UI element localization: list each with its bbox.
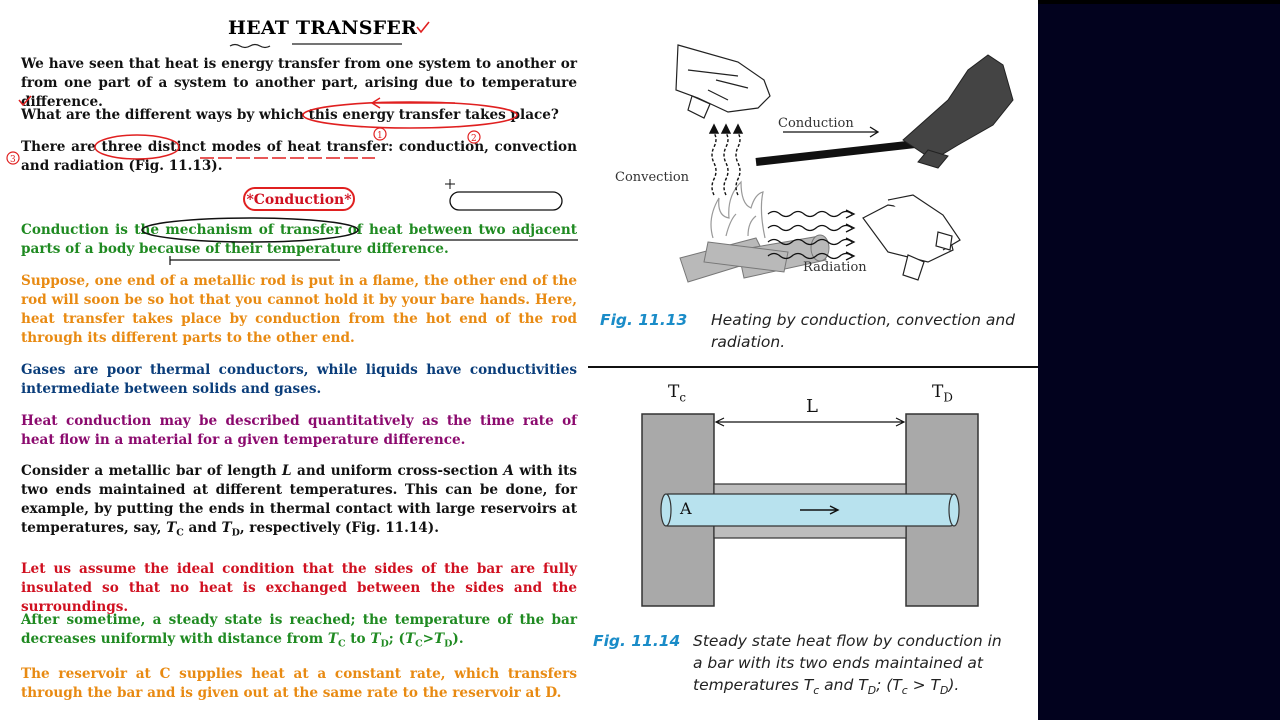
label-tc: Tc <box>668 382 687 405</box>
figure-11-13-caption: Fig. 11.13 Heating by conduction, convec… <box>600 309 1030 351</box>
paragraph-insulated: Let us assume the ideal condition that t… <box>21 561 577 615</box>
figure-number-2: Fig. 11.14 <box>593 632 681 650</box>
hands-radiation-icon <box>862 194 961 281</box>
check-mark-title <box>416 21 430 34</box>
paragraph-quantitative: Heat conduction may be described quantit… <box>21 413 577 448</box>
label-radiation: Radiation <box>803 260 867 275</box>
paragraph-conduction-definition: Conduction is the mechanism of transfer … <box>21 222 577 257</box>
paragraph-intro: We have seen that heat is energy transfe… <box>21 56 577 110</box>
number-circle-3 <box>6 151 20 165</box>
label-convection: Convection <box>615 170 690 185</box>
paragraph-reservoir: The reservoir at C supplies heat at a co… <box>21 666 577 701</box>
label-conduction: Conduction <box>778 116 854 131</box>
conduction-arrow <box>783 126 880 138</box>
label-length: L <box>806 396 818 417</box>
paragraph-rod-example: Suppose, one end of a metallic rod is pu… <box>21 273 577 346</box>
figure-11-13-panel: Conduction Convection Radiation Fig. 11.… <box>588 0 1038 366</box>
section-heading-conduction: *Conduction* <box>243 187 355 211</box>
rod-sketch <box>449 191 563 211</box>
metal-rod <box>755 138 934 166</box>
gloved-hand-icon <box>902 54 1014 169</box>
document-page: HEAT TRANSFER We have seen that heat is … <box>0 0 588 720</box>
convection-arrows <box>708 123 744 196</box>
hand-above-icon <box>675 44 771 119</box>
paragraph-gases: Gases are poor thermal conductors, while… <box>21 362 577 397</box>
panel-separator <box>588 366 1038 368</box>
length-dimension-arrow <box>714 417 906 427</box>
heat-flow-arrow <box>800 505 840 515</box>
paragraph-question: What are the different ways by which thi… <box>21 107 559 123</box>
figure-11-14-illustration <box>641 413 979 607</box>
figure-11-14-caption: Fig. 11.14 Steady state heat flow by con… <box>593 630 1033 697</box>
paragraph-metallic-bar: Consider a metallic bar of length L and … <box>21 463 578 539</box>
label-td: TD <box>932 382 953 405</box>
number-3: 3 <box>10 155 16 165</box>
flame-drawing <box>710 180 766 239</box>
figure-11-14-panel: Tc TD L A Fig. 11.14 Steady state heat f… <box>588 368 1038 720</box>
page-title: HEAT TRANSFER <box>228 17 418 39</box>
caption-line-1: Steady state heat flow by conduction in <box>693 632 1002 650</box>
figure-11-13-illustration <box>675 44 1014 283</box>
paragraph-steady-state: After sometime, a steady state is reache… <box>21 612 577 650</box>
cursor-crosshair <box>445 179 455 189</box>
paragraph-modes: There are three distinct modes of heat t… <box>21 139 577 174</box>
radiation-waves <box>767 209 856 261</box>
label-area: A <box>680 499 692 518</box>
caption-line-2: a bar with its two ends maintained at <box>693 654 983 672</box>
black-side-panel <box>1038 4 1280 720</box>
figure-caption-text: Heating by conduction, convection and ra… <box>711 311 1015 351</box>
figure-number: Fig. 11.13 <box>600 311 688 329</box>
title-underline-squiggle <box>229 43 271 49</box>
caption-line-3: temperatures Tc and TD; (Tc > TD). <box>693 676 960 698</box>
